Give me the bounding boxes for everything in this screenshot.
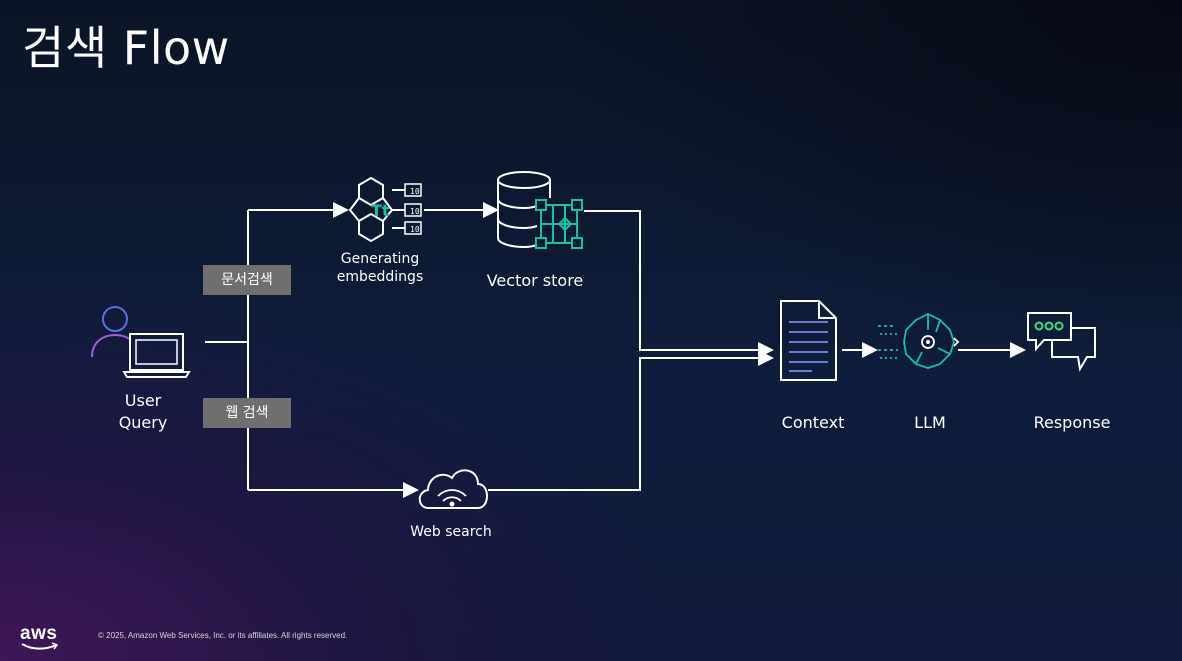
database-icon <box>497 171 551 249</box>
svg-text:10: 10 <box>410 225 420 234</box>
connectors <box>205 202 1026 498</box>
label-response: Response <box>1033 413 1111 432</box>
connector-vector-to-context <box>584 210 774 358</box>
document-icon <box>780 300 837 381</box>
cloud-wifi-icon <box>418 469 488 509</box>
tag-document-search: 문서검색 <box>203 265 291 295</box>
chat-bubbles-icon <box>1027 312 1096 372</box>
tag-web-search: 웹 검색 <box>203 398 291 428</box>
label-context: Context <box>781 413 845 432</box>
laptop-icon <box>122 333 191 378</box>
label-vector-store: Vector store <box>486 271 584 290</box>
label-web-search: Web search <box>410 524 492 540</box>
slide-title: 검색 Flow <box>22 21 230 75</box>
aws-logo: aws <box>20 623 58 644</box>
embeddings-icon: 10 10 10 Tt <box>348 176 422 243</box>
svg-text:10: 10 <box>410 207 420 216</box>
copyright-text: © 2025, Amazon Web Services, Inc. or its… <box>98 631 348 640</box>
user-icon <box>91 306 132 358</box>
label-user-query: User Query <box>118 391 168 432</box>
connector-web-to-context <box>488 350 774 491</box>
label-generating-embeddings: Generating embeddings <box>336 251 424 285</box>
svg-text:10: 10 <box>410 187 420 196</box>
llm-brain-icon <box>878 312 960 369</box>
label-llm: LLM <box>914 413 946 432</box>
aws-smile-icon <box>21 642 59 650</box>
vector-grid-icon <box>535 199 583 249</box>
svg-text:Tt: Tt <box>371 201 390 220</box>
